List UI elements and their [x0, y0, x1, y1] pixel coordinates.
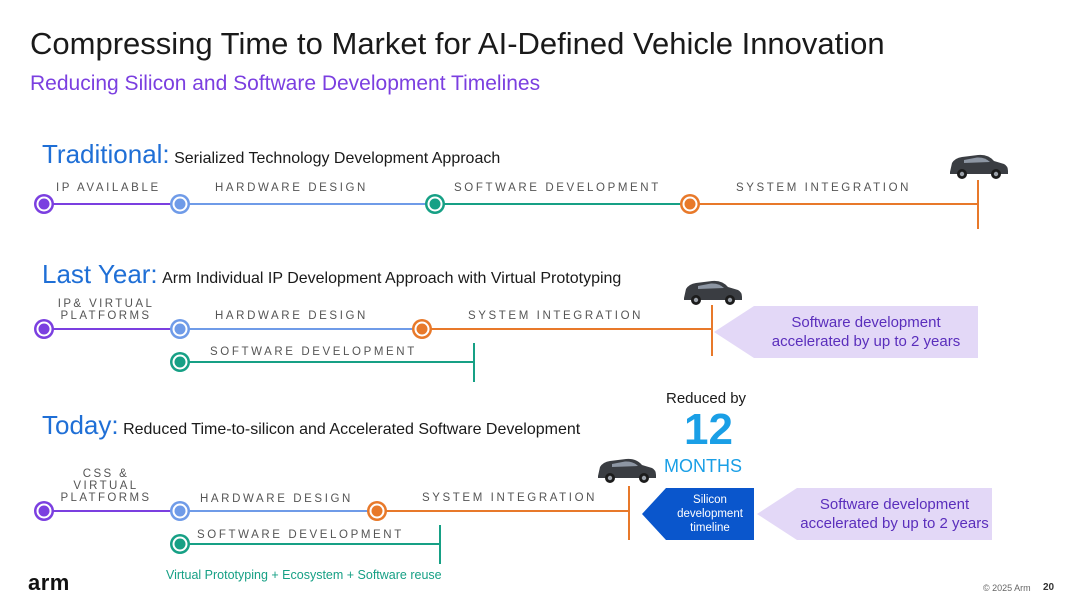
reduction-unit: MONTHS — [664, 456, 742, 476]
timeline-node-icon — [34, 501, 54, 521]
today-tagline: Virtual Prototyping + Ecosystem + Softwa… — [166, 568, 442, 582]
timeline-node-icon — [412, 319, 432, 339]
phase-label-ip: IP AVAILABLE — [56, 182, 161, 194]
phase-label-software: SOFTWARE DEVELOPMENT — [197, 529, 404, 541]
timeline-node-icon — [680, 194, 700, 214]
copyright: © 2025 Arm — [983, 583, 1031, 593]
phase-label-integration: SYSTEM INTEGRATION — [422, 492, 598, 504]
timeline-node-icon — [425, 194, 445, 214]
traditional-header: Traditional: Serialized Technology Devel… — [42, 139, 500, 170]
traditional-timeline — [34, 154, 1008, 229]
traditional-heading: Traditional: — [42, 139, 170, 169]
timeline-node-icon — [367, 501, 387, 521]
last-year-description: Arm Individual IP Development Approach w… — [162, 270, 622, 287]
phase-label-hardware: HARDWARE DESIGN — [200, 493, 353, 505]
phase-label-integration: SYSTEM INTEGRATION — [468, 310, 644, 322]
page-title: Compressing Time to Market for AI-Define… — [30, 26, 885, 61]
today-header: Today: Reduced Time-to-silicon and Accel… — [42, 410, 580, 441]
timeline-node-icon — [170, 534, 190, 554]
traditional-description: Serialized Technology Development Approa… — [174, 150, 501, 167]
timeline-node-icon — [34, 319, 54, 339]
phase-label-integration: SYSTEM INTEGRATION — [736, 182, 912, 194]
last-year-header: Last Year: Arm Individual IP Development… — [42, 259, 621, 290]
today-timeline — [34, 458, 656, 564]
phase-label-software: SOFTWARE DEVELOPMENT — [454, 182, 661, 194]
page-subtitle: Reducing Silicon and Software Developmen… — [30, 72, 541, 95]
last-year-heading: Last Year: — [42, 259, 158, 289]
reduction-value: 12 — [684, 405, 733, 454]
arm-logo: arm — [28, 570, 70, 595]
last-year-timeline — [34, 280, 742, 382]
today-description: Reduced Time-to-silicon and Accelerated … — [123, 421, 581, 438]
timeline-node-icon — [34, 194, 54, 214]
today-heading: Today: — [42, 410, 119, 440]
page-number: 20 — [1043, 582, 1055, 593]
phase-label-hardware: HARDWARE DESIGN — [215, 310, 368, 322]
timeline-node-icon — [170, 194, 190, 214]
phase-label-hardware: HARDWARE DESIGN — [215, 182, 368, 194]
phase-label-software: SOFTWARE DEVELOPMENT — [210, 346, 417, 358]
timeline-node-icon — [170, 319, 190, 339]
reduced-by-label: Reduced by — [666, 390, 747, 407]
phase-label-css-virtual: CSS & VIRTUAL PLATFORMS — [60, 468, 152, 504]
software-accelerated-banner: Software development accelerated by up t… — [757, 488, 992, 540]
car-icon — [598, 458, 656, 483]
car-icon — [684, 280, 742, 305]
timeline-node-icon — [170, 352, 190, 372]
timeline-node-icon — [170, 501, 190, 521]
phase-label-ip-virtual: IP& VIRTUAL PLATFORMS — [57, 298, 155, 322]
silicon-timeline-banner: Silicon development timeline — [642, 488, 754, 540]
car-icon — [950, 154, 1008, 179]
software-accelerated-banner: Software development accelerated by up t… — [714, 306, 978, 358]
